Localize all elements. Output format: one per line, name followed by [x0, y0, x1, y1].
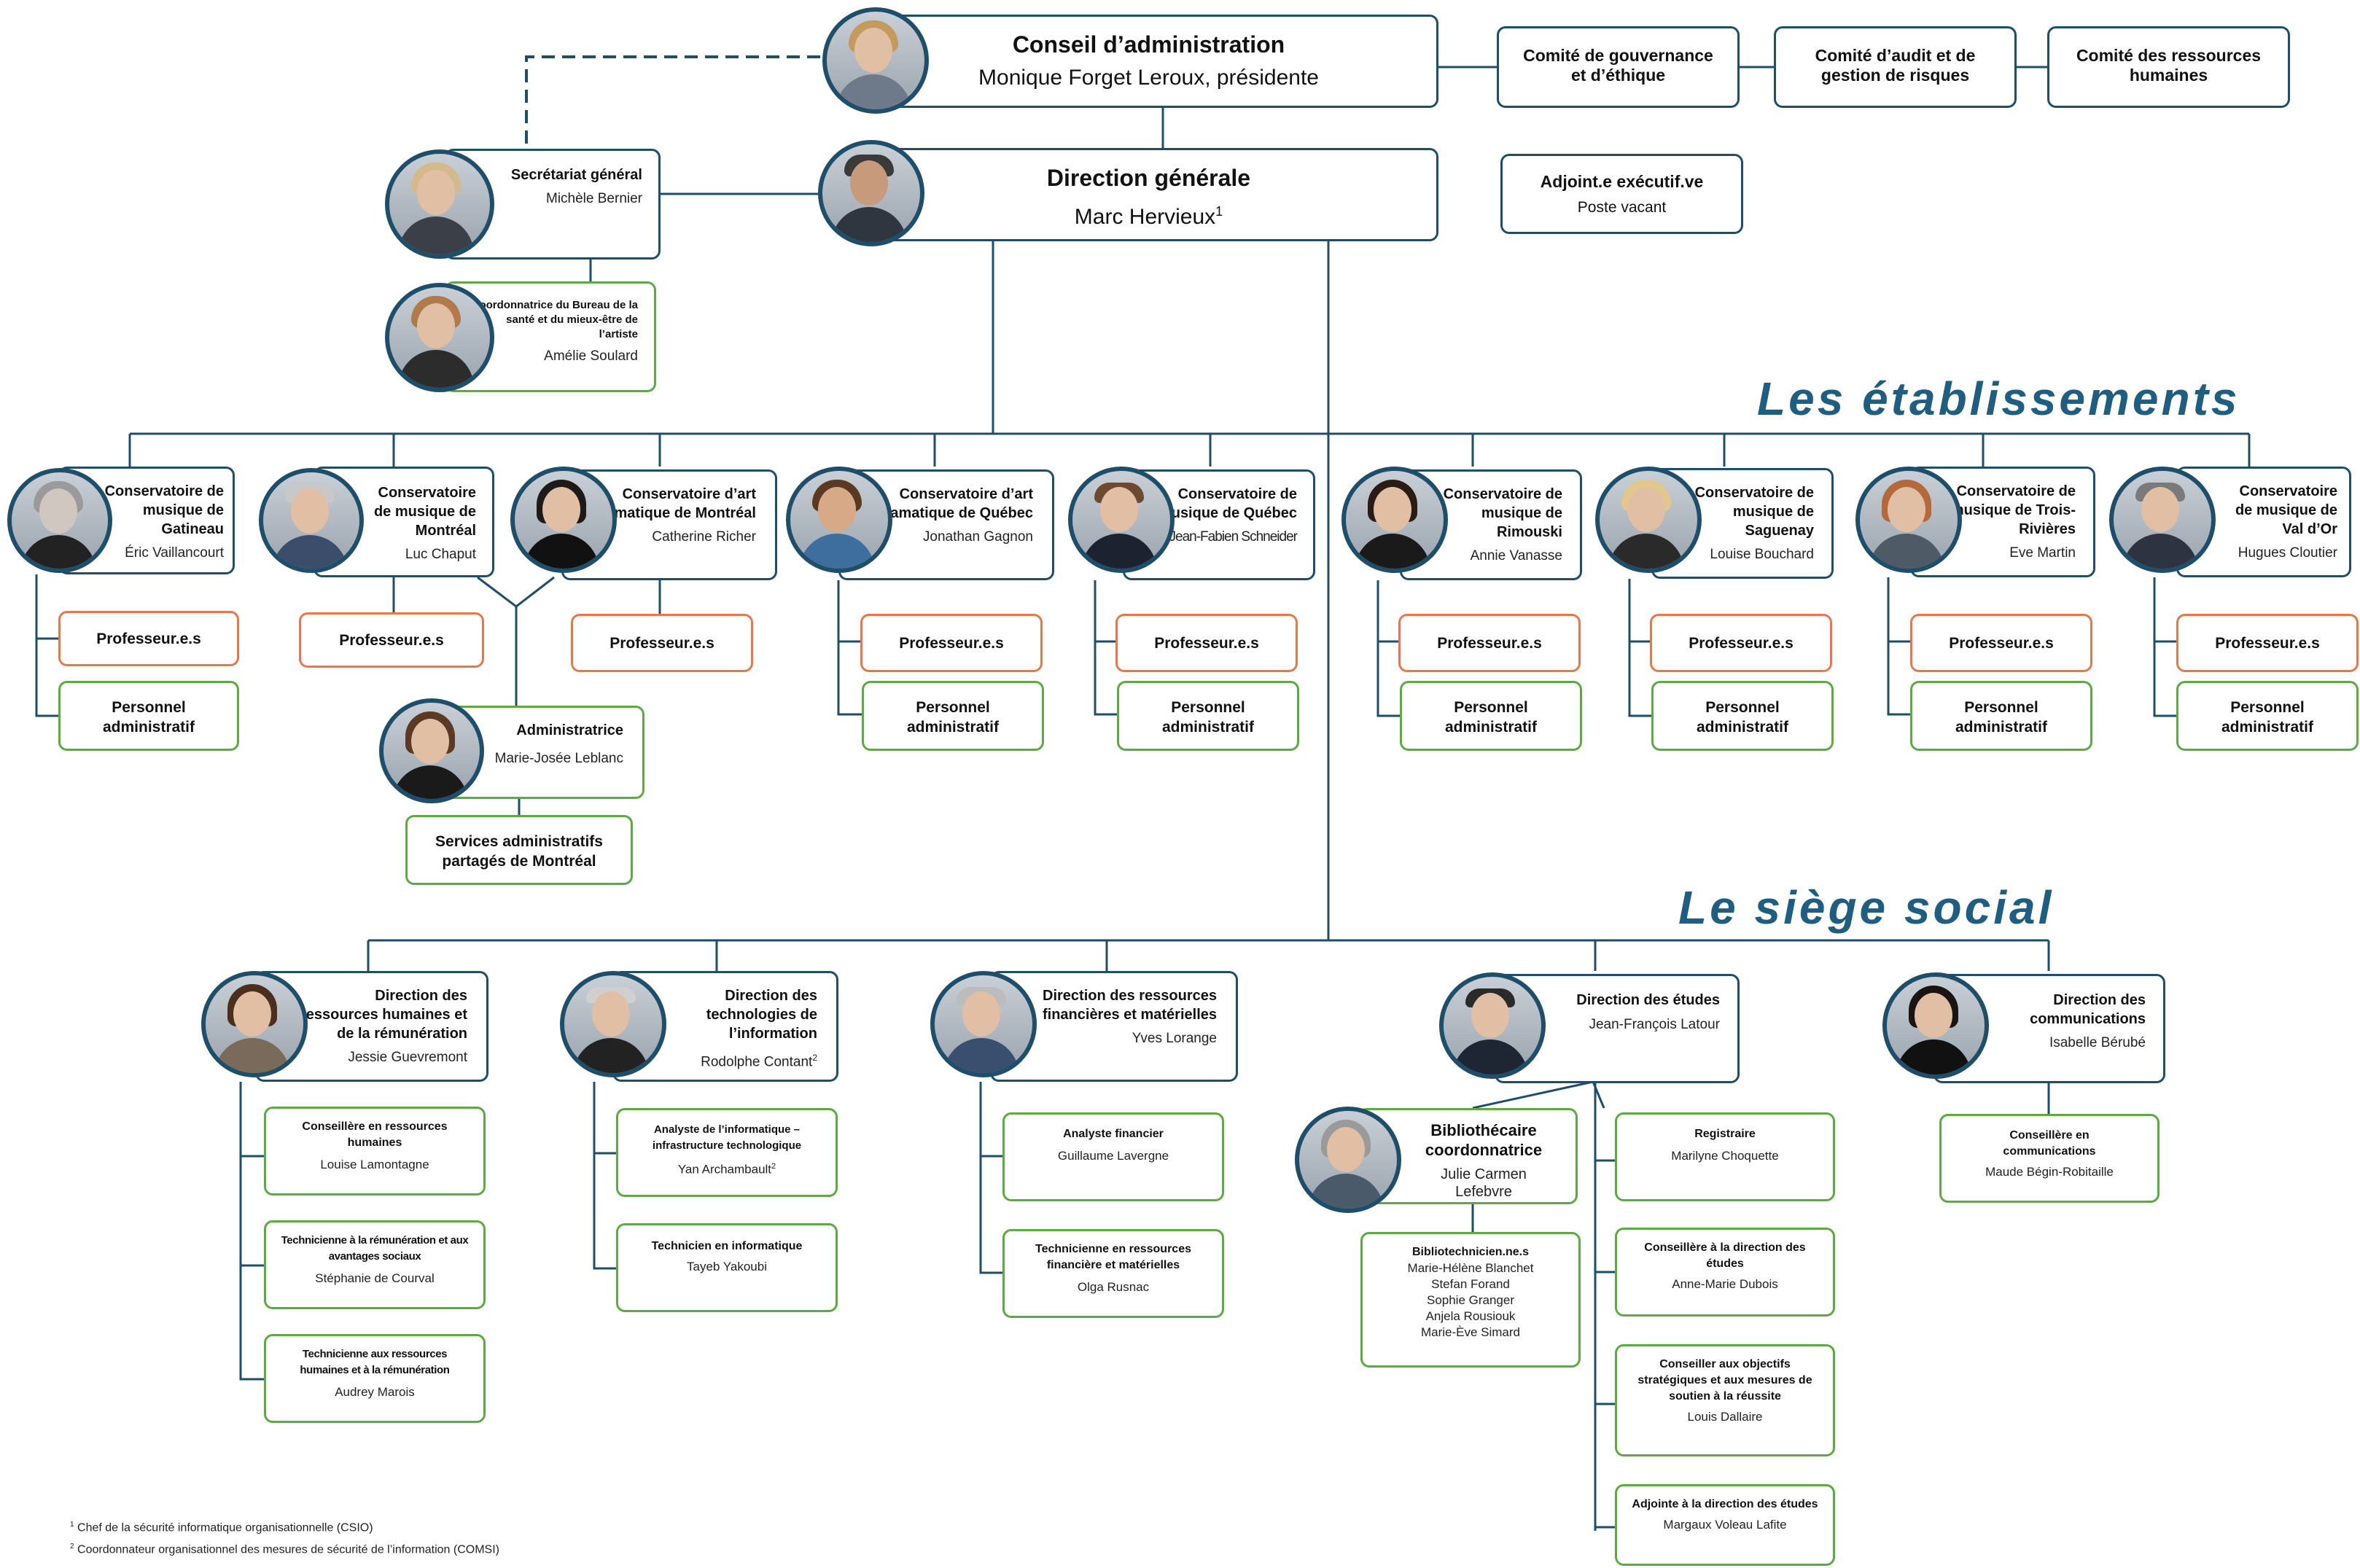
- direction-communications-photo: [1882, 972, 1989, 1079]
- cad-montreal-professeurs[interactable]: Professeur.e.s: [571, 614, 753, 672]
- conservatoire-gatineau-photo: [7, 468, 112, 573]
- secretariat-photo: [385, 149, 494, 259]
- committee-hr[interactable]: Comité des ressources humaines: [2047, 26, 2290, 108]
- board-name: Monique Forget Leroux, présidente: [978, 66, 1319, 90]
- dg-box[interactable]: Direction générale Marc Hervieux1: [859, 148, 1438, 241]
- direction-rfm[interactable]: Direction des ressources financières et …: [990, 971, 1238, 1082]
- cad-quebec-personnel[interactable]: Personnel administratif: [862, 681, 1044, 751]
- rimouski-personnel[interactable]: Personnel administratif: [1400, 681, 1582, 751]
- bureau-photo: [385, 283, 494, 392]
- direction-rh[interactable]: Direction des ressources humaines et de …: [255, 971, 488, 1082]
- cad-quebec-professeurs[interactable]: Professeur.e.s: [860, 614, 1043, 672]
- dg-photo: [818, 140, 924, 246]
- board-box[interactable]: Conseil d’administration Monique Forget …: [859, 15, 1438, 108]
- bibliotechniciens-box[interactable]: Bibliotechnicien.ne.s Marie-Hélène Blanc…: [1360, 1232, 1581, 1368]
- adjoint-box[interactable]: Adjoint.e exécutif.ve Poste vacant: [1500, 154, 1743, 234]
- ti-staff-1[interactable]: Analyste de l’informatique – infrastruct…: [616, 1108, 838, 1197]
- gatineau-personnel[interactable]: Personnel administratif: [58, 681, 239, 751]
- gatineau-professeurs[interactable]: Professeur.e.s: [58, 611, 239, 666]
- conservatoire-trois-rivieres-photo: [1855, 467, 1962, 573]
- adjoint-name: Poste vacant: [1577, 199, 1667, 216]
- dg-footnote-ref: 1: [1215, 204, 1223, 219]
- conservatoire-val-dor-photo: [2109, 467, 2216, 573]
- trois-rivieres-personnel[interactable]: Personnel administratif: [1910, 681, 2092, 751]
- bureau-name: Amélie Soulard: [544, 348, 638, 364]
- val-dor-professeurs[interactable]: Professeur.e.s: [2176, 614, 2359, 672]
- rh-staff-2[interactable]: Technicienne à la rémunération et aux av…: [264, 1220, 486, 1309]
- rh-staff-3[interactable]: Technicienne aux ressources humaines et …: [264, 1334, 486, 1423]
- footnote-1: 1 Chef de la sécurité informatique organ…: [70, 1521, 373, 1534]
- etudes-staff-conseiller[interactable]: Conseiller aux objectifs stratégiques et…: [1615, 1344, 1835, 1456]
- dg-name: Marc Hervieux: [1074, 205, 1216, 229]
- footnote-2: 2 Coordonnateur organisationnel des mesu…: [70, 1542, 499, 1556]
- direction-rh-photo: [201, 971, 308, 1077]
- adjoint-title: Adjoint.e exécutif.ve: [1540, 172, 1704, 191]
- cm-quebec-professeurs[interactable]: Professeur.e.s: [1115, 614, 1298, 672]
- section-siege: Le siège social: [1678, 881, 2055, 934]
- section-etablissements: Les établissements: [1757, 373, 2240, 425]
- committee-audit[interactable]: Comité d’audit et de gestion de risques: [1774, 26, 2017, 108]
- saguenay-professeurs[interactable]: Professeur.e.s: [1650, 614, 1832, 672]
- cm-quebec-personnel[interactable]: Personnel administratif: [1117, 681, 1299, 751]
- services-partages-box[interactable]: Services administratifs partagés de Mont…: [405, 815, 633, 885]
- conservatoire-art-dramatique-quebec-photo: [786, 467, 892, 573]
- direction-ti-photo: [560, 971, 666, 1077]
- conservatoire-musique-quebec-photo: [1068, 467, 1175, 573]
- conservatoire-musique-montreal-photo: [259, 468, 364, 573]
- montreal-musique-professeurs[interactable]: Professeur.e.s: [299, 612, 484, 668]
- saguenay-personnel[interactable]: Personnel administratif: [1651, 681, 1834, 751]
- rfm-staff-2[interactable]: Technicienne en ressources financière et…: [1002, 1229, 1224, 1318]
- conservatoire-art-dramatique-montreal-photo: [510, 467, 617, 573]
- secretariat-title: Secrétariat général: [510, 167, 642, 183]
- direction-rfm-photo: [930, 971, 1037, 1077]
- trois-rivieres-professeurs[interactable]: Professeur.e.s: [1910, 614, 2092, 672]
- bureau-title: Coordonnatrice du Bureau de la santé et …: [471, 299, 638, 340]
- conservatoire-rimouski-photo: [1341, 467, 1448, 573]
- board-photo: [822, 7, 929, 114]
- direction-etudes-photo: [1439, 972, 1546, 1079]
- bibliothecaire-photo: [1295, 1107, 1401, 1213]
- val-dor-personnel[interactable]: Personnel administratif: [2176, 681, 2359, 751]
- dg-title: Direction générale: [1046, 165, 1251, 191]
- committee-governance[interactable]: Comité de gouvernance et d’éthique: [1497, 26, 1740, 108]
- rimouski-professeurs[interactable]: Professeur.e.s: [1398, 614, 1581, 672]
- board-title: Conseil d’administration: [1012, 31, 1285, 58]
- conservatoire-saguenay-photo: [1595, 467, 1702, 573]
- secretariat-name: Michèle Bernier: [546, 191, 642, 206]
- administratrice-photo: [379, 698, 484, 803]
